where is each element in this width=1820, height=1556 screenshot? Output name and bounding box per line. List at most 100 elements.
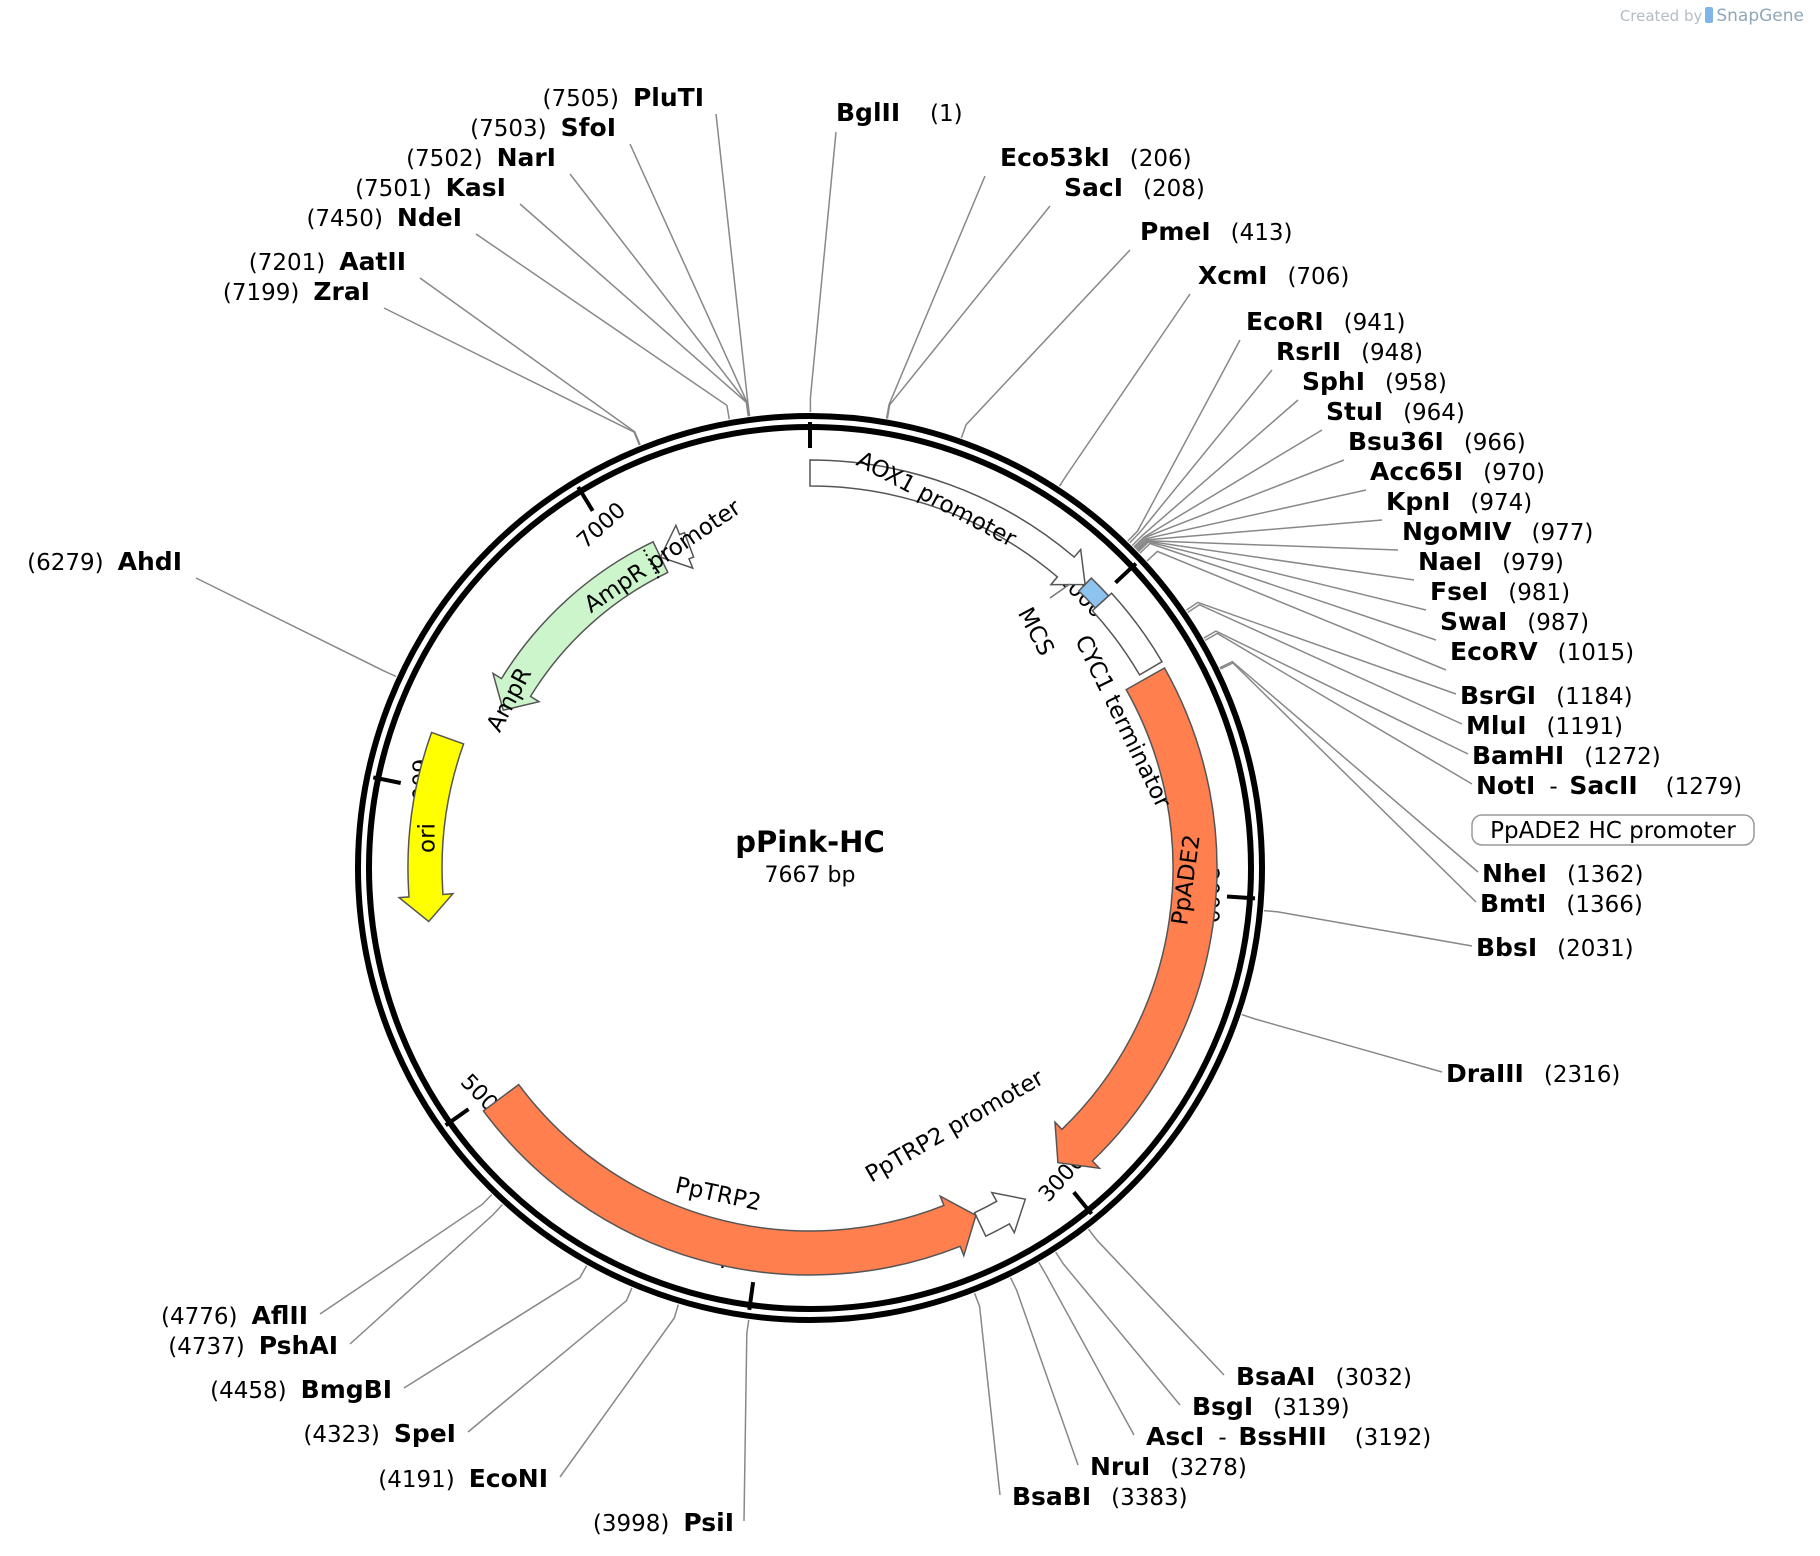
- plasmid-size: 7667 bp: [765, 863, 856, 888]
- site-draiii: DraIII (2316): [1446, 1059, 1620, 1088]
- site-position: (4323): [303, 1422, 379, 1448]
- site-leader-sphi: [1131, 399, 1299, 547]
- site-position: (3998): [593, 1511, 669, 1537]
- site-name: PshAI: [259, 1331, 338, 1360]
- site-name: NheI: [1482, 859, 1547, 888]
- site-name: PsiI: [683, 1508, 734, 1537]
- site-name: DraIII: [1446, 1059, 1524, 1088]
- site-pluti: PluTI(7505): [542, 83, 704, 112]
- site-position: (6279): [27, 550, 103, 576]
- site-bmgbi: BmgBI(4458): [210, 1375, 392, 1404]
- site-leader-rsrii: [1129, 369, 1273, 544]
- site-position: (987): [1527, 610, 1589, 636]
- feature-pptrp2prom-label: PpTRP2 promoter: [861, 1065, 1049, 1188]
- site-leader-bsrgi: [1185, 601, 1457, 695]
- site-leader-acc65i: [1134, 489, 1367, 550]
- site-position: (7201): [249, 250, 325, 276]
- site-leader-bsabi: [973, 1293, 1001, 1496]
- site-sphi: SphI(958): [1302, 367, 1447, 396]
- feature-ori-label: ori: [415, 823, 441, 853]
- site-zrai: ZraI(7199): [223, 277, 370, 306]
- site-leader-econi: [559, 1304, 680, 1478]
- mcs-label-leader: [1049, 583, 1071, 599]
- site-leader-bsaai: [1087, 1228, 1225, 1376]
- site-position: (413): [1231, 220, 1293, 246]
- center-label: pPink-HC 7667 bp: [735, 825, 884, 888]
- site-swai: SwaI(987): [1440, 607, 1589, 636]
- plasmid-name: pPink-HC: [735, 825, 884, 859]
- site-name: EcoRI: [1246, 307, 1324, 336]
- site-leader-pluti: [715, 113, 751, 417]
- site-leader-fsei: [1137, 541, 1427, 611]
- site-name: NarI: [497, 143, 556, 172]
- feature-ampr-arrow: [491, 540, 669, 712]
- site-position: (970): [1483, 460, 1545, 486]
- site-bsabi: BsaBI(3383): [1012, 1482, 1188, 1511]
- site-position: (4737): [168, 1334, 244, 1360]
- site-name: NaeI: [1418, 547, 1482, 576]
- site-name: AscI: [1146, 1422, 1204, 1451]
- site-position: (7502): [406, 146, 482, 172]
- site-bglii: BglII(1): [836, 98, 963, 127]
- site-aflii: AflII(4776): [161, 1301, 308, 1330]
- site-ahdi: AhdI(6279): [27, 547, 182, 576]
- site-name: StuI: [1326, 397, 1383, 426]
- boxed-feature-label: PpADE2 HC promoter: [1471, 814, 1755, 846]
- site-leader-draiii: [1241, 1013, 1443, 1073]
- site-psii: PsiI (3998): [593, 1508, 734, 1537]
- tick-4000: [747, 1281, 756, 1311]
- site-bsrgi: BsrGI(1184): [1460, 681, 1633, 710]
- site-bbsi: BbsI(2031): [1476, 933, 1634, 962]
- site-leader-pmei: [960, 249, 1131, 439]
- tick-3000: [1072, 1190, 1094, 1216]
- site-leader-swai: [1139, 542, 1437, 641]
- site-leader-ecorv: [1146, 550, 1447, 671]
- ampr-promoter-divider: [641, 546, 660, 579]
- site-stui: StuI(964): [1326, 397, 1465, 426]
- site-leader-bbsi: [1263, 909, 1473, 947]
- site-position: (4776): [161, 1304, 237, 1330]
- tick-1000: [1114, 562, 1138, 585]
- site-position: (2316): [1544, 1062, 1620, 1088]
- site-spei: SpeI(4323): [303, 1419, 456, 1448]
- site-position: (979): [1502, 550, 1564, 576]
- site-name: SfoI: [561, 113, 616, 142]
- site-leader-noti-sacii: [1204, 632, 1473, 785]
- site-position: (7503): [470, 116, 546, 142]
- site-position: (7505): [542, 86, 618, 112]
- site-leader-ecori: [1127, 339, 1241, 542]
- feature-aox1-label: AOX1 promoter: [852, 447, 1020, 553]
- feature-cyc1-arrow: [1091, 592, 1164, 676]
- site-saci: SacI(208): [1064, 173, 1205, 202]
- site-position: (7450): [306, 206, 382, 232]
- site-name: NgoMIV: [1402, 517, 1512, 546]
- site-position: (974): [1470, 490, 1532, 516]
- site-leader-kasi: [519, 203, 749, 417]
- site-position: (7199): [223, 280, 299, 306]
- site-position: (208): [1143, 176, 1205, 202]
- feature-ori-arrow: [397, 731, 465, 923]
- site-leader-aflii: [319, 1194, 493, 1315]
- tick-2000: [1226, 894, 1256, 901]
- site-name: BsaBI: [1012, 1482, 1091, 1511]
- site-name: BmtI: [1480, 889, 1546, 918]
- site-kpni: KpnI(974): [1386, 487, 1532, 516]
- site-position: (941): [1344, 310, 1406, 336]
- site-position: (1015): [1558, 640, 1634, 666]
- site-leader-bglii: [809, 131, 837, 412]
- site-name: BmgBI: [301, 1375, 392, 1404]
- site-leader-bmti: [1219, 662, 1477, 903]
- site-name: RsrII: [1276, 337, 1341, 366]
- site-position: (1279): [1666, 774, 1742, 800]
- site-leader-asci-bsshii: [1038, 1262, 1135, 1436]
- site-name: MluI: [1466, 711, 1527, 740]
- site-name: NdeI: [397, 203, 462, 232]
- feature-pptrp2-arrow: [482, 1083, 977, 1276]
- site-bamhi: BamHI(1272): [1472, 741, 1661, 770]
- site-position: (3192): [1355, 1425, 1431, 1451]
- site-leader-kpni: [1135, 519, 1383, 551]
- site-asci-bsshii: AscI-BssHII(3192): [1146, 1422, 1431, 1451]
- feature-mcs-label: MCS: [1012, 603, 1059, 660]
